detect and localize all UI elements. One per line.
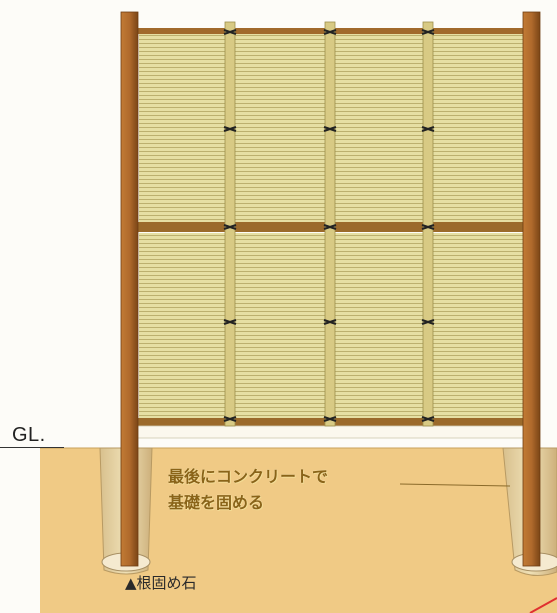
post-right — [522, 11, 541, 567]
instruction-line-1: 最後にコンクリートで — [168, 467, 329, 486]
post-left — [120, 11, 139, 567]
binding-knot-icon — [223, 125, 237, 133]
root-stone-label: ▲根固め石 — [125, 574, 197, 592]
binding-knot-icon — [421, 415, 435, 423]
binding-knot-icon — [223, 415, 237, 423]
concrete-instruction: 最後にコンクリートで 基礎を固める — [168, 464, 328, 516]
binding-knot-icon — [323, 223, 337, 231]
binding-knot-icon — [323, 125, 337, 133]
binding-knot-icon — [323, 415, 337, 423]
binding-knot-icon — [223, 223, 237, 231]
bamboo-stake-3 — [422, 21, 434, 427]
binding-knot-icon — [421, 28, 435, 36]
binding-knot-icon — [323, 318, 337, 326]
binding-knots — [223, 28, 435, 423]
instruction-line-2: 基礎を固める — [168, 493, 265, 512]
ground-level-line — [0, 447, 64, 448]
binding-knot-icon — [323, 28, 337, 36]
binding-knot-icon — [223, 28, 237, 36]
red-mark — [529, 597, 557, 613]
ground-level-label: GL. — [12, 424, 46, 446]
bamboo-stake-1 — [224, 21, 236, 427]
binding-knot-icon — [421, 125, 435, 133]
bottom-board — [133, 425, 528, 439]
leader-line — [399, 483, 511, 487]
binding-knot-icon — [223, 318, 237, 326]
bamboo-stake-2 — [324, 21, 336, 427]
binding-knot-icon — [421, 318, 435, 326]
binding-knot-icon — [421, 223, 435, 231]
